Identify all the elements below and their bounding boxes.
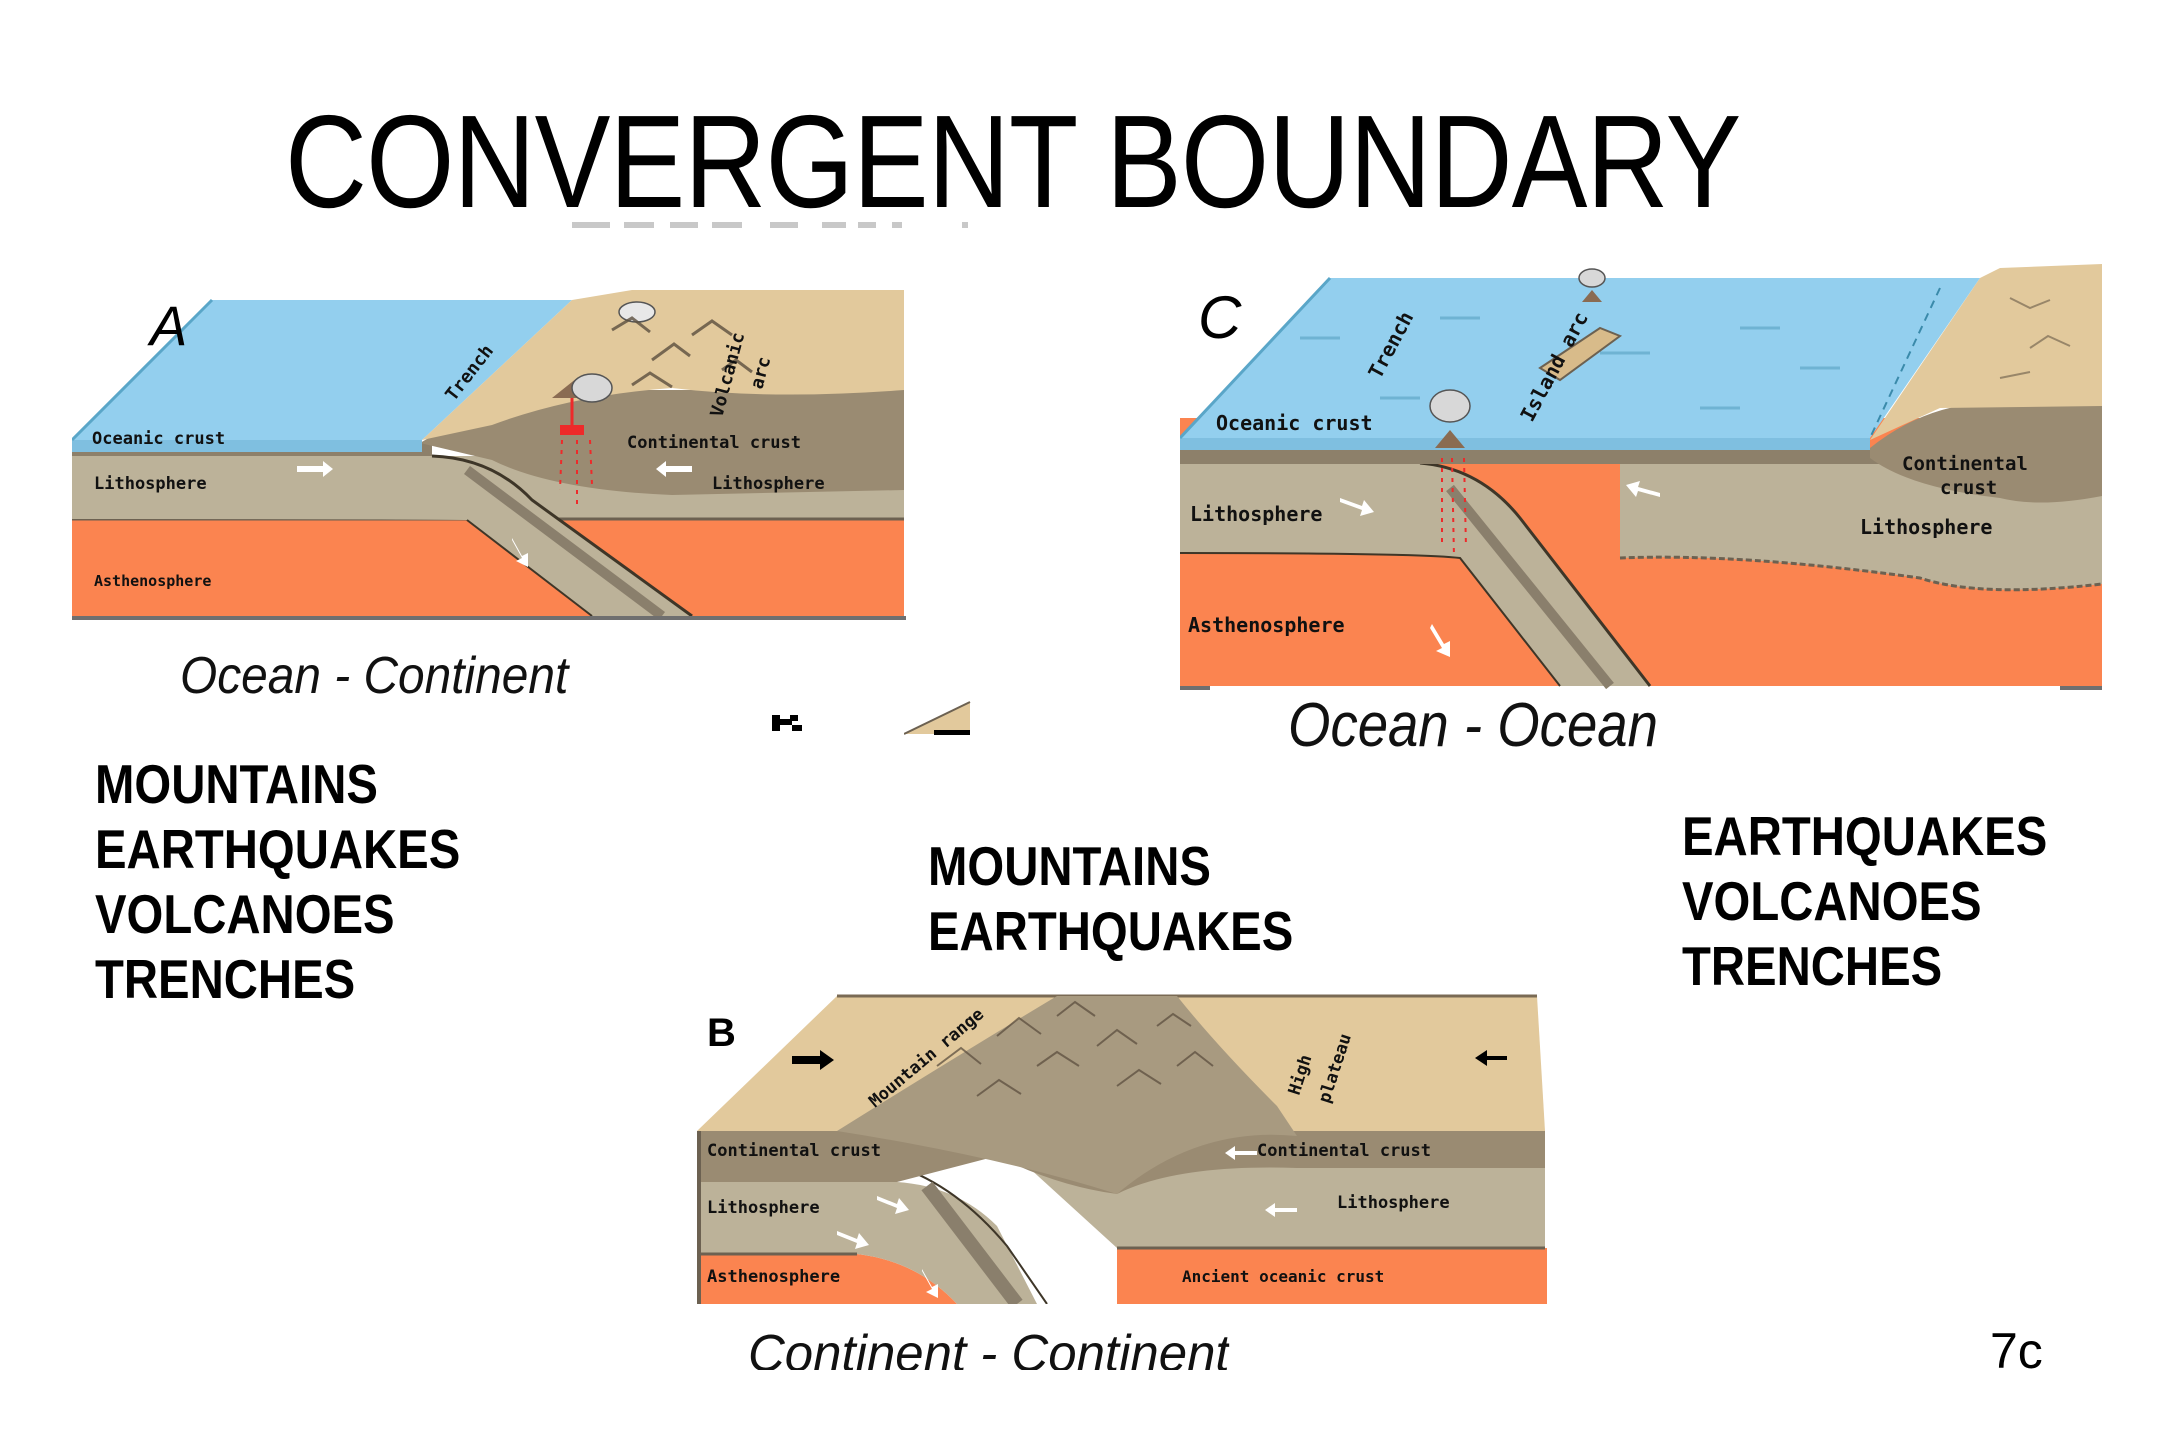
svg-text:Asthenosphere: Asthenosphere — [94, 572, 211, 590]
svg-text:C: C — [1198, 284, 1242, 351]
diagram-corner-artifact — [903, 700, 974, 736]
ocean-continent-features: MOUNTAINS EARTHQUAKES VOLCANOES TRENCHES — [95, 752, 460, 1012]
continent-continent-features: MOUNTAINS EARTHQUAKES — [928, 834, 1293, 964]
svg-text:Lithosphere: Lithosphere — [1337, 1193, 1450, 1213]
feature-item: MOUNTAINS — [95, 753, 378, 815]
feature-item: TRENCHES — [95, 948, 356, 1010]
svg-text:Asthenosphere: Asthenosphere — [1188, 613, 1345, 637]
svg-text:B: B — [707, 1011, 736, 1055]
continent-continent-caption: Continent - Continent — [748, 1326, 1230, 1370]
feature-item: VOLCANOES — [95, 883, 395, 945]
svg-text:Continental: Continental — [1902, 453, 2028, 475]
feature-item: EARTHQUAKES — [95, 818, 461, 880]
stray-letter-artifact — [772, 713, 806, 733]
feature-item: MOUNTAINS — [928, 835, 1211, 897]
svg-text:Asthenosphere: Asthenosphere — [707, 1267, 840, 1287]
svg-text:Oceanic crust: Oceanic crust — [92, 429, 225, 449]
svg-text:Continental crust: Continental crust — [707, 1141, 881, 1161]
ocean-ocean-diagram: C Oceanic crust Continental crust Lithos… — [1180, 258, 2104, 692]
continent-continent-diagram: B Continental crust Continental crust Li… — [697, 986, 1547, 1304]
feature-item: EARTHQUAKES — [1682, 805, 2048, 867]
feature-item: VOLCANOES — [1682, 870, 1982, 932]
svg-text:Lithosphere: Lithosphere — [94, 474, 207, 494]
svg-text:Continental crust: Continental crust — [1257, 1141, 1431, 1161]
svg-text:Lithosphere: Lithosphere — [1860, 515, 1992, 539]
ocean-ocean-features: EARTHQUAKES VOLCANOES TRENCHES — [1682, 804, 2047, 999]
page-number: 7c — [1990, 1323, 2043, 1379]
svg-text:Lithosphere: Lithosphere — [1190, 502, 1322, 526]
svg-text:A: A — [147, 294, 187, 357]
feature-item: TRENCHES — [1682, 935, 1943, 997]
svg-text:Ancient oceanic crust: Ancient oceanic crust — [1182, 1267, 1384, 1286]
svg-text:Oceanic crust: Oceanic crust — [1216, 411, 1373, 435]
svg-text:Lithosphere: Lithosphere — [707, 1198, 820, 1218]
ocean-ocean-caption: Ocean - Ocean — [1288, 691, 1658, 760]
title-underline-artifact — [572, 222, 972, 234]
ocean-continent-diagram: A Oceanic crust Continental crust Lithos… — [72, 290, 906, 624]
svg-text:Continental crust: Continental crust — [627, 433, 801, 453]
ocean-continent-caption: Ocean - Continent — [180, 647, 569, 705]
slide-title: CONVERGENT BOUNDARY — [285, 88, 1741, 235]
feature-item: EARTHQUAKES — [928, 900, 1294, 962]
svg-text:crust: crust — [1940, 477, 1997, 499]
svg-text:Lithosphere: Lithosphere — [712, 474, 825, 494]
